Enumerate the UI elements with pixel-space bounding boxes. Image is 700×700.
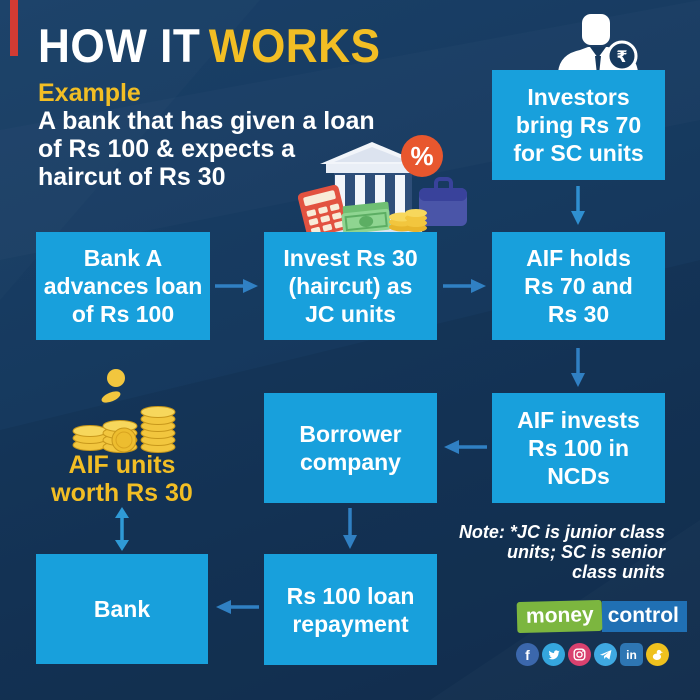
arrow-right-icon	[215, 279, 258, 293]
briefcase-icon	[419, 177, 467, 226]
cash-icon	[341, 201, 391, 233]
percent-symbol: %	[410, 141, 433, 171]
flow-box-invest-jc: Invest Rs 30 (haircut) as JC units	[264, 232, 437, 340]
title-part-yellow: WORKS	[208, 19, 381, 72]
arrow-down-icon	[343, 508, 357, 549]
flow-box-label: Bank	[93, 596, 151, 622]
logo-money-segment: money	[516, 599, 603, 634]
flow-box-label: Investors bring Rs 70 for SC units	[513, 84, 644, 166]
flow-box-label: Invest Rs 30 (haircut) as JC units	[283, 245, 418, 327]
facebook-icon[interactable]: f	[516, 643, 539, 666]
arrow-down-icon	[571, 186, 585, 225]
flow-box-repayment: Rs 100 loan repayment	[264, 554, 437, 665]
calculator-icon	[298, 184, 348, 233]
social-icons-row: f in	[516, 643, 669, 666]
coin-stacks-icon	[72, 369, 176, 453]
telegram-icon[interactable]	[594, 643, 617, 666]
flow-box-label: Borrower company	[299, 421, 402, 475]
arrow-right-icon	[443, 279, 486, 293]
example-label: Example	[38, 79, 141, 107]
koo-icon[interactable]	[646, 643, 669, 666]
logo-control-segment: control	[601, 601, 687, 632]
title-part-white: HOW IT	[38, 19, 201, 72]
aif-units-label: AIF units worth Rs 30	[51, 451, 193, 507]
arrow-up-down-icon	[115, 507, 129, 551]
flow-box-bank-a: Bank A advances loan of Rs 100	[36, 232, 210, 340]
bank-money-illustration: %	[298, 135, 467, 233]
flow-box-bank: Bank	[36, 554, 208, 664]
flow-box-investors: Investors bring Rs 70 for SC units	[492, 70, 665, 180]
flow-box-label: AIF holds Rs 70 and Rs 30	[524, 245, 633, 327]
rupee-symbol: ₹	[616, 47, 627, 66]
flow-box-aif-invests: AIF invests Rs 100 in NCDs	[492, 393, 665, 503]
flow-box-label: AIF invests Rs 100 in NCDs	[517, 407, 640, 489]
facebook-glyph: f	[525, 646, 530, 663]
percent-badge-icon: %	[401, 135, 443, 177]
investor-icon: ₹	[558, 14, 638, 72]
arrow-left-icon	[444, 440, 487, 454]
linkedin-glyph: in	[626, 647, 637, 662]
flow-box-aif-holds: AIF holds Rs 70 and Rs 30	[492, 232, 665, 340]
twitter-icon[interactable]	[542, 643, 565, 666]
linkedin-icon[interactable]: in	[620, 643, 643, 666]
subtitle-text: A bank that has given a loan of Rs 100 &…	[38, 107, 375, 191]
flow-box-borrower: Borrower company	[264, 393, 437, 503]
arrow-down-icon	[571, 348, 585, 387]
arrow-left-icon	[216, 600, 259, 614]
footnote-text: Note: *JC is junior class units; SC is s…	[458, 522, 665, 582]
instagram-icon[interactable]	[568, 643, 591, 666]
red-accent-bar	[10, 0, 18, 56]
coins-icon	[389, 209, 427, 232]
flow-box-label: Rs 100 loan repayment	[286, 582, 415, 637]
flow-box-label: Bank A advances loan of Rs 100	[43, 245, 203, 327]
